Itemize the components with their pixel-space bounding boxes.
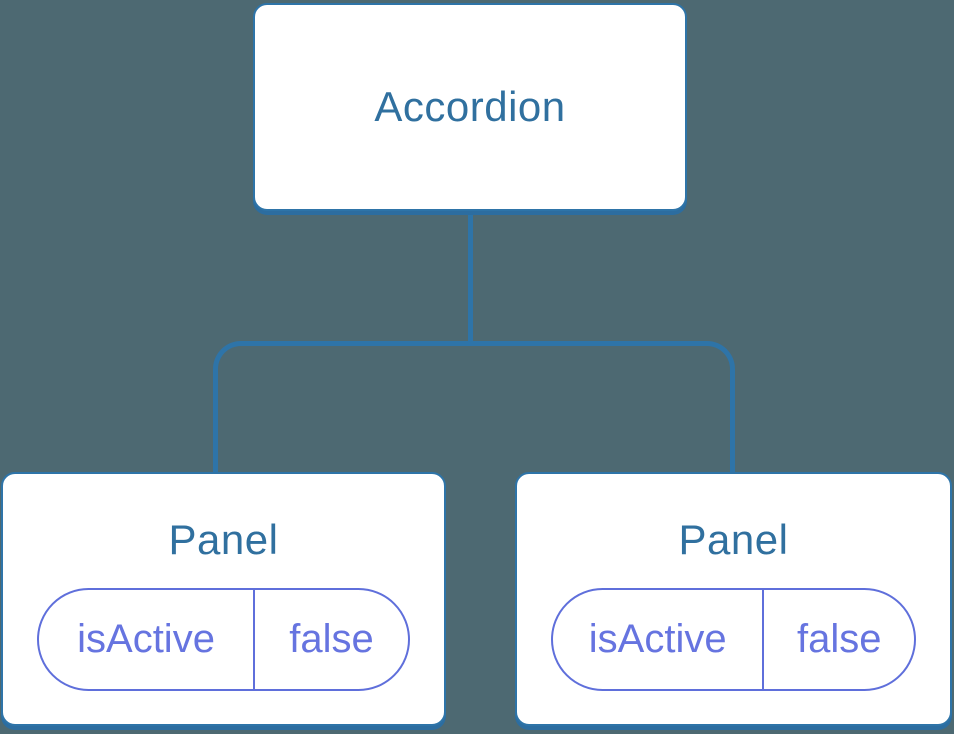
component-node-panel-2: Panel isActive false — [515, 472, 952, 726]
state-name-1: isActive — [39, 590, 256, 689]
component-node-accordion: Accordion — [253, 3, 687, 211]
component-label-panel-1: Panel — [168, 516, 279, 563]
connector-branch-bracket — [213, 341, 735, 472]
state-pill-2: isActive false — [551, 588, 916, 691]
component-label-panel-2: Panel — [678, 516, 789, 563]
state-pill-1: isActive false — [37, 588, 410, 691]
state-name-2: isActive — [553, 590, 765, 689]
state-value-1: false — [289, 617, 374, 661]
component-node-panel-1: Panel isActive false — [1, 472, 446, 726]
state-value-2: false — [796, 617, 882, 661]
component-label-accordion: Accordion — [374, 83, 566, 130]
connector-root-trunk — [468, 211, 473, 345]
